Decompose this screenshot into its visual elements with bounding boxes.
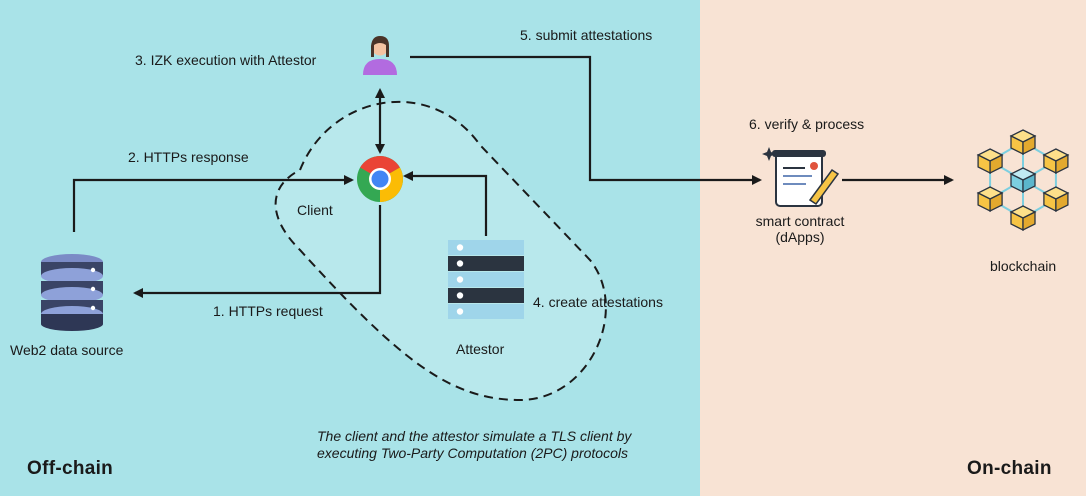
step5-label: 5. submit attestations xyxy=(520,27,653,43)
chrome-browser-icon xyxy=(357,156,403,202)
block-cube xyxy=(1009,205,1037,232)
step2-label: 2. HTTPs response xyxy=(128,149,249,165)
arrow-https-request xyxy=(133,205,382,298)
attestor-label: Attestor xyxy=(456,341,505,357)
smart-contract-line1: smart contract xyxy=(755,213,845,229)
block-cube xyxy=(1042,186,1070,213)
server-stack-icon xyxy=(448,240,524,319)
user-icon xyxy=(363,36,397,75)
block-cube xyxy=(1042,148,1070,175)
step1-label: 1. HTTPs request xyxy=(213,303,323,319)
block-cube-center xyxy=(1009,167,1037,194)
arrow-https-response xyxy=(72,175,354,232)
web2-source-label: Web2 data source xyxy=(10,342,124,358)
step6-label: 6. verify & process xyxy=(749,116,865,132)
offchain-region xyxy=(0,0,700,496)
blockchain-label: blockchain xyxy=(990,258,1057,274)
onchain-region xyxy=(700,0,1086,496)
blockchain-cubes-icon xyxy=(976,129,1070,232)
block-cube xyxy=(976,148,1004,175)
step3-label: 3. IZK execution with Attestor xyxy=(135,52,317,68)
2pc-enclosure xyxy=(274,100,607,402)
client-label: Client xyxy=(297,202,333,218)
arrow-attestor-client xyxy=(403,171,488,236)
offchain-label: Off-chain xyxy=(27,458,114,479)
contract-document-icon xyxy=(762,147,840,207)
arrow-submit-attestations xyxy=(410,55,762,185)
step4-label: 4. create attestations xyxy=(533,294,663,310)
onchain-label: On-chain xyxy=(967,458,1052,479)
block-cube xyxy=(1009,129,1037,156)
smart-contract-label: smart contract (dApps) xyxy=(746,213,854,245)
block-cube xyxy=(976,186,1004,213)
database-icon xyxy=(41,254,103,331)
smart-contract-line2: (dApps) xyxy=(775,229,825,245)
2pc-note: The client and the attestor simulate a T… xyxy=(317,428,632,461)
